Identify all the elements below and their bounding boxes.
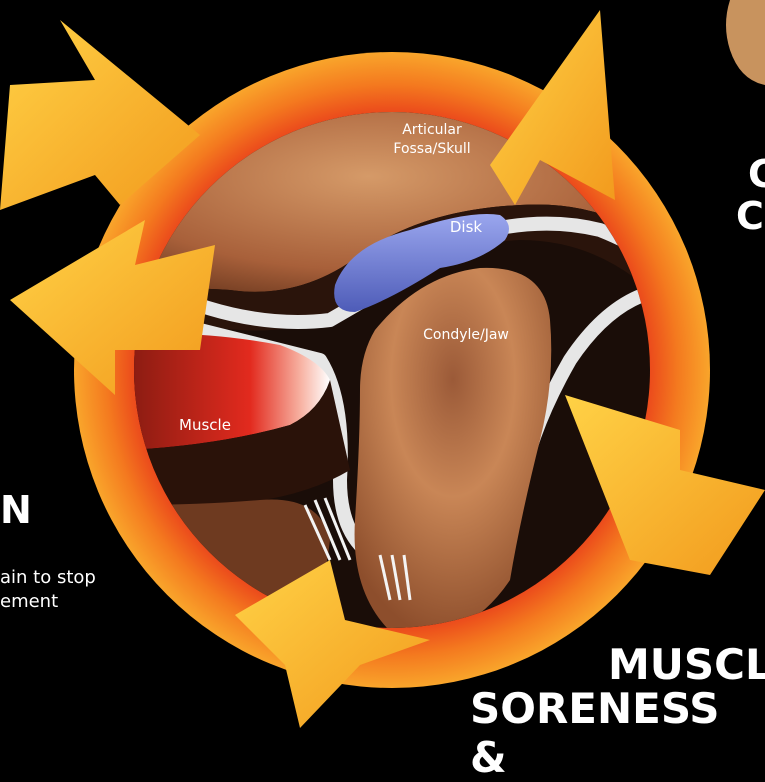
left-heading-fragment: N — [0, 488, 32, 532]
label-disk: Disk — [450, 218, 483, 236]
right-heading-fragment-1: C — [748, 152, 765, 196]
label-muscle: Muscle — [179, 416, 231, 434]
face-fragment — [726, 0, 765, 85]
bottom-heading-line-2: SORENESS & — [470, 684, 765, 782]
left-text-line-2: ement — [0, 590, 58, 614]
bottom-heading-line-1: MUSCL — [608, 640, 765, 689]
label-fossa-skull: Fossa/Skull — [393, 141, 470, 157]
label-articular: Articular — [402, 122, 462, 138]
label-condyle-jaw: Condyle/Jaw — [423, 327, 509, 343]
tmj-cycle-diagram: Articular Fossa/Skull Disk Condyle/Jaw M… — [0, 0, 765, 730]
left-text-line-1: ain to stop — [0, 566, 96, 590]
right-heading-fragment-2: C — [736, 194, 764, 238]
